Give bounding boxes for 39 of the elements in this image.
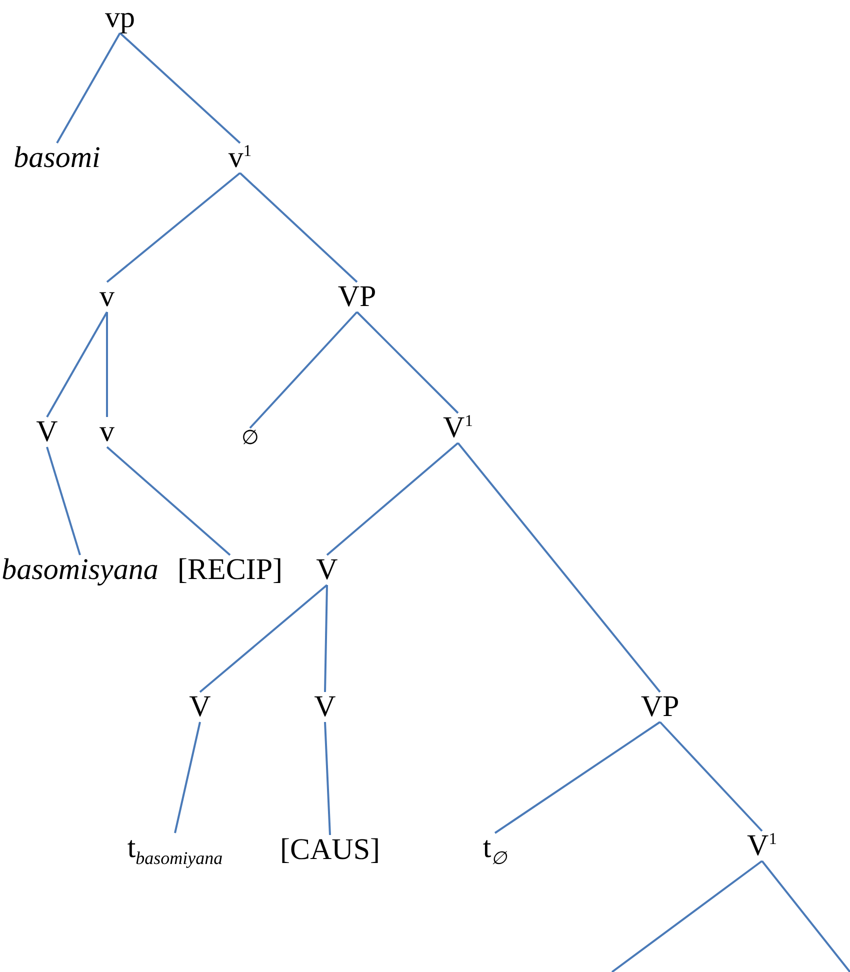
tree-node-label: [RECIP] bbox=[178, 555, 282, 585]
tree-node-label: basomisyana bbox=[2, 555, 158, 585]
branch-line bbox=[457, 442, 661, 693]
tree-node-label: VP bbox=[640, 692, 680, 722]
tree-node-label: V$^{1}$ bbox=[443, 413, 473, 443]
tree-node-label: [CAUS] bbox=[280, 835, 380, 865]
branch-line bbox=[106, 172, 241, 283]
branch-line bbox=[356, 311, 459, 414]
tree-node-label: V bbox=[316, 555, 338, 585]
tree-node-label: V bbox=[36, 417, 58, 447]
tree-node-label: t$_{∅}$ bbox=[482, 833, 508, 867]
branch-line bbox=[249, 311, 358, 429]
branch-line bbox=[46, 312, 108, 418]
branch-line bbox=[239, 172, 358, 283]
branch-line bbox=[761, 860, 850, 972]
branch-line bbox=[174, 722, 201, 834]
tree-node-label: VP bbox=[338, 282, 376, 312]
tree-node-label: basomi bbox=[14, 143, 100, 173]
branch-line bbox=[119, 32, 241, 144]
branch-line bbox=[659, 721, 763, 832]
tree-node-label: vp bbox=[105, 3, 135, 33]
tree-node-label: V bbox=[189, 692, 211, 722]
branch-line bbox=[494, 721, 661, 834]
tree-node-label: v bbox=[100, 417, 114, 447]
tree-node-label: v$^{1}$ bbox=[228, 143, 252, 173]
branch-line bbox=[611, 860, 763, 972]
branch-line bbox=[106, 446, 231, 556]
tree-node-label: t$_{basomiyana}$ bbox=[127, 833, 223, 867]
tree-node-label: v bbox=[100, 282, 114, 312]
tree-node-label: V bbox=[314, 692, 336, 722]
branch-line bbox=[106, 312, 108, 417]
branch-line bbox=[199, 584, 328, 693]
tree-node-label: ∅ bbox=[242, 428, 258, 448]
branch-line bbox=[324, 722, 331, 836]
branch-line bbox=[46, 446, 81, 556]
branch-line bbox=[326, 442, 459, 556]
tree-node-label: V$^{1}$ bbox=[747, 831, 777, 861]
branch-line bbox=[56, 32, 121, 144]
branch-line bbox=[324, 584, 328, 692]
